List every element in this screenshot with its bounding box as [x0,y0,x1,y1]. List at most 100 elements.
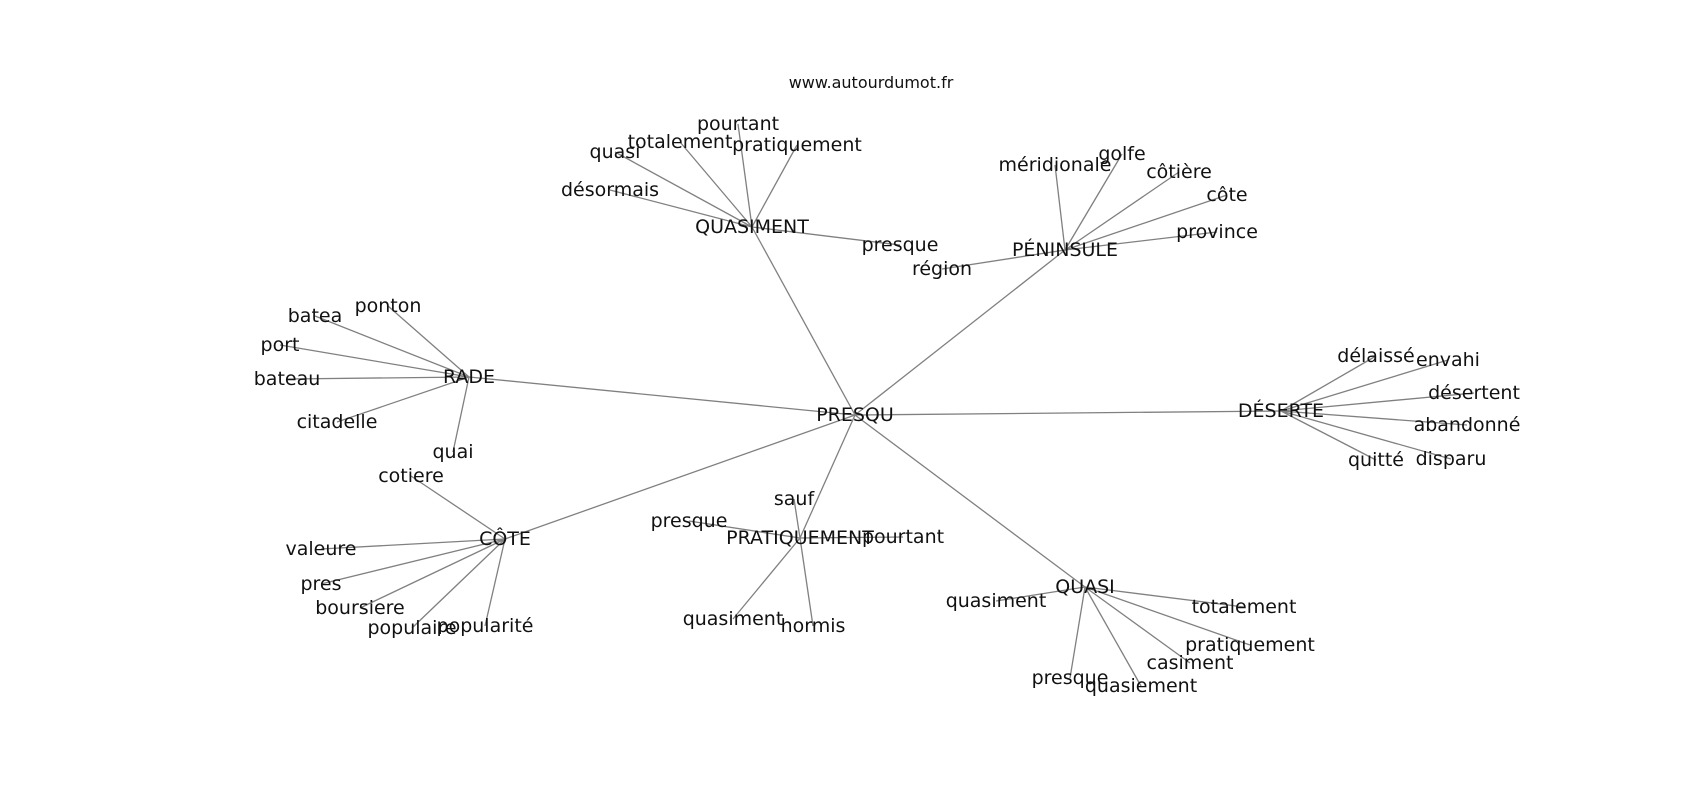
node-hub: RADE [443,366,495,388]
node-leaf: popularité [437,615,534,637]
node-leaf: quasi [590,141,641,163]
edge-hub-6-leaf-4 [1069,586,1086,679]
node-leaf: presque [1032,667,1109,689]
edge-hub-6-leaf-0 [995,586,1086,602]
node-leaf: abandonné [1414,414,1521,436]
node-leaf: quai [432,441,473,463]
node-leaf: envahi [1416,349,1480,371]
edge-hub-3-leaf-4 [1280,410,1452,460]
edge-center-hub-4 [504,414,856,540]
edge-hub-4-leaf-1 [320,538,506,550]
edge-center-hub-0 [751,226,856,416]
node-leaf: presque [651,510,728,532]
node-leaf: boursiere [315,597,405,619]
node-leaf: pourtant [697,113,779,135]
node-leaf: sauf [774,488,816,510]
edge-hub-2-leaf-3 [286,376,470,380]
node-leaf: pratiquement [732,134,862,156]
edge-hub-5-leaf-4 [799,537,814,627]
edge-hub-5-leaf-2 [799,536,904,539]
source-label: www.autourdumot.fr [789,73,954,92]
edge-hub-0-leaf-2 [751,144,798,228]
node-leaf: désormais [561,179,659,201]
edge-hub-4-leaf-5 [484,538,506,627]
edge-hub-1-leaf-3 [1064,194,1228,251]
edge-hub-0-leaf-0 [737,123,753,228]
edge-hub-4-leaf-3 [359,538,506,609]
node-leaf: presque [862,234,939,256]
node-leaf: golfe [1098,143,1145,165]
node-leaf: citadelle [297,411,378,433]
edge-hub-3-leaf-2 [1280,392,1475,412]
node-leaf: casiment [1147,652,1234,674]
node-leaf: port [261,334,300,356]
edge-hub-2-leaf-0 [387,305,470,378]
edge-hub-1-leaf-1 [1064,153,1123,251]
node-leaf: désertent [1428,382,1520,404]
edge-hub-4-leaf-4 [411,538,506,629]
edge-hub-3-leaf-0 [1280,355,1377,412]
edge-hub-0-leaf-5 [751,226,901,246]
edge-center-hub-5 [799,414,856,539]
node-hub: PÉNINSULE [1012,238,1118,261]
edge-hub-6-leaf-2 [1084,586,1251,646]
node-leaf: côtière [1146,161,1212,183]
node-leaf: bateau [254,368,321,390]
edge-hub-3-leaf-3 [1280,410,1468,426]
node-leaf: disparu [1416,448,1487,470]
node-center: PRESQU [816,404,894,426]
edge-hub-1-leaf-5 [941,249,1066,270]
node-leaf: hormis [781,615,846,637]
node-leaf: quitté [1348,449,1404,471]
node-leaf: méridionale [999,154,1112,176]
node-hub: QUASIMENT [695,216,809,238]
node-leaf: quasiement [1085,675,1197,697]
edge-hub-3-leaf-5 [1280,410,1377,461]
edge-hub-2-leaf-4 [336,376,470,423]
node-leaf: délaissé [1337,345,1414,367]
node-leaf: quasiment [946,590,1047,612]
edge-hub-6-leaf-3 [1084,586,1191,664]
edge-hub-6-leaf-5 [1084,586,1142,687]
node-hub: DÉSERTE [1238,399,1324,422]
edge-hub-3-leaf-1 [1280,359,1449,412]
node-leaf: populaire [367,617,456,639]
edge-hub-1-leaf-2 [1064,171,1180,251]
node-leaf: quasiment [683,608,784,630]
edge-hub-0-leaf-3 [614,151,753,228]
node-leaf: pratiquement [1185,634,1315,656]
edge-hub-4-leaf-2 [320,538,506,585]
edge-center-hub-1 [854,249,1066,416]
edge-hub-2-leaf-1 [314,315,470,378]
node-leaf: totalement [1192,596,1297,618]
edge-center-hub-3 [854,410,1282,416]
edge-hub-0-leaf-1 [679,141,753,228]
edge-hub-1-leaf-4 [1064,231,1218,251]
node-leaf: pourtant [862,526,944,548]
node-hub: PRATIQUEMENT [726,527,874,549]
edge-hub-5-leaf-3 [732,537,801,620]
node-leaf: pres [300,573,341,595]
edge-hub-2-leaf-2 [279,344,470,378]
edge-hub-5-leaf-0 [793,498,801,539]
edge-hub-4-leaf-0 [410,475,506,540]
node-hub: QUASI [1055,576,1115,598]
edge-hub-1-leaf-0 [1054,164,1066,251]
node-hub: CÔTE [479,526,531,550]
node-leaf: côte [1206,184,1247,206]
node-leaf: totalement [628,131,733,153]
edge-hub-0-leaf-4 [609,189,753,228]
node-leaf: cotiere [378,465,444,487]
node-leaf: valeure [286,538,357,560]
node-leaf: région [912,258,972,280]
edge-layer [279,123,1475,687]
node-leaf: ponton [355,295,422,317]
edge-hub-2-leaf-5 [452,376,470,453]
edge-center-hub-2 [468,376,856,416]
edge-hub-6-leaf-1 [1084,586,1245,608]
edge-center-hub-6 [854,414,1086,588]
node-leaf: province [1176,221,1258,243]
edge-hub-5-leaf-1 [688,520,801,539]
